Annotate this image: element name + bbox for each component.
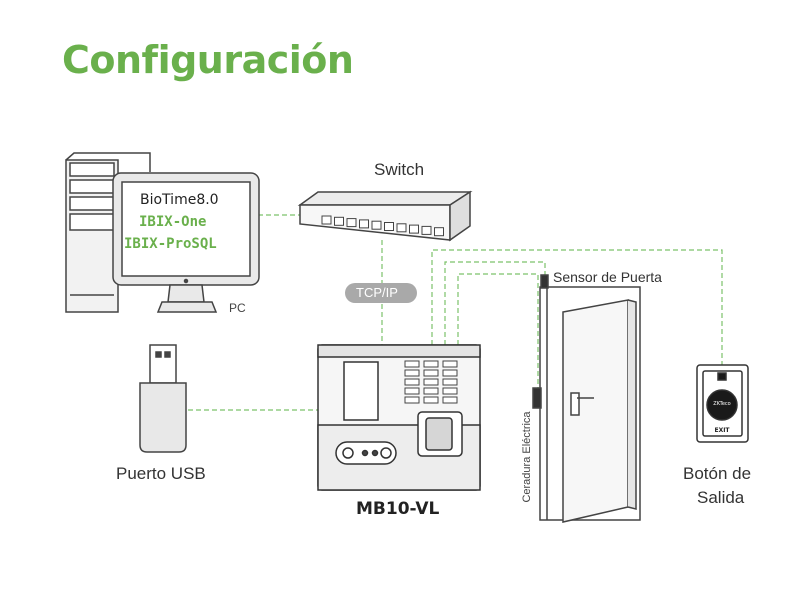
exit-button-brand: ZKTeco	[713, 401, 731, 407]
keypad-key	[442, 360, 458, 368]
keypad-key	[404, 396, 420, 404]
pc-software-label: BioTime8.0	[140, 192, 219, 208]
wire-exit-button	[431, 249, 723, 365]
switch-port	[321, 215, 332, 225]
exit-button-circle	[706, 389, 738, 421]
keypad-key	[442, 387, 458, 395]
wire-lock	[457, 273, 539, 388]
keypad-key	[404, 378, 420, 386]
switch-port	[371, 220, 382, 230]
keypad-key	[423, 378, 439, 386]
door-sensor-label: Sensor de Puerta	[552, 269, 663, 285]
switch-port	[359, 219, 369, 229]
exit-button-face-text: EXIT	[714, 427, 730, 434]
usb-label: Puerto USB	[116, 464, 206, 483]
pc-monitor	[112, 172, 260, 313]
switch-port	[434, 227, 444, 237]
keypad-key	[423, 360, 439, 368]
pc-product2-label: IBIX-ProSQL	[124, 236, 217, 252]
pc-product1-label: IBIX-One	[139, 214, 207, 230]
device-keypad	[404, 360, 458, 404]
tcpip-tag-bg	[345, 283, 417, 303]
tcpip-tag: TCP/IP	[356, 285, 398, 300]
device-model-label: MB10-VL	[356, 499, 440, 519]
keypad-key	[442, 396, 458, 404]
keypad-key	[442, 378, 458, 386]
switch-port	[384, 222, 394, 231]
switch-port	[409, 224, 419, 234]
door	[532, 274, 641, 523]
usb-stick	[139, 344, 187, 453]
pc-tower	[65, 152, 151, 313]
exit-button-label-line2: Salida	[697, 488, 745, 507]
mb10-vl-terminal	[317, 344, 481, 491]
switch-port	[334, 216, 344, 226]
keypad-key	[404, 387, 420, 395]
exit-button-device	[696, 364, 749, 443]
switch-port	[421, 225, 432, 235]
keypad-key	[423, 369, 439, 377]
switch-label: Switch	[374, 160, 425, 179]
switch-ports	[321, 215, 444, 237]
keypad-key	[404, 360, 420, 368]
switch-port	[396, 223, 407, 233]
exit-button-label-line1: Botón de	[683, 464, 752, 483]
electric-lock-label: Ceradura Eléctrica	[521, 411, 533, 503]
page-title: Configuración	[62, 38, 354, 82]
switch-port	[346, 218, 357, 228]
keypad-key	[423, 396, 439, 404]
wire-door-sensor	[444, 261, 546, 345]
keypad-key	[442, 369, 458, 377]
keypad-key	[404, 369, 420, 377]
pc-label: PC	[229, 301, 246, 315]
keypad-key	[423, 387, 439, 395]
